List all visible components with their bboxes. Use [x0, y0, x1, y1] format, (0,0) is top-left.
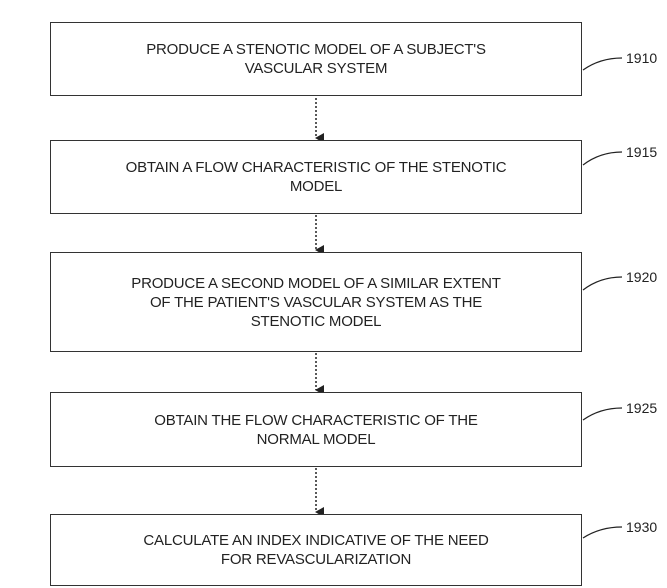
step-box-1930: CALCULATE AN INDEX INDICATIVE OF THE NEE…	[50, 514, 582, 586]
step-box-1915: OBTAIN A FLOW CHARACTERISTIC OF THE STEN…	[50, 140, 582, 214]
ref-label-1930: 1930	[626, 519, 657, 535]
leader-line-1915	[583, 152, 622, 165]
step-box-1910: PRODUCE A STENOTIC MODEL OF A SUBJECT'S …	[50, 22, 582, 96]
ref-label-1920: 1920	[626, 269, 657, 285]
ref-label-1910: 1910	[626, 50, 657, 66]
leader-line-1925	[583, 408, 622, 420]
leader-line-1910	[583, 58, 622, 70]
step-text-1925: OBTAIN THE FLOW CHARACTERISTIC OF THE NO…	[114, 411, 517, 449]
leader-line-1930	[583, 527, 622, 538]
step-text-1910: PRODUCE A STENOTIC MODEL OF A SUBJECT'S …	[106, 40, 526, 78]
ref-label-1915: 1915	[626, 144, 657, 160]
leader-line-1920	[583, 277, 622, 290]
ref-label-1925: 1925	[626, 400, 657, 416]
step-box-1920: PRODUCE A SECOND MODEL OF A SIMILAR EXTE…	[50, 252, 582, 352]
step-text-1920: PRODUCE A SECOND MODEL OF A SIMILAR EXTE…	[91, 274, 540, 331]
step-box-1925: OBTAIN THE FLOW CHARACTERISTIC OF THE NO…	[50, 392, 582, 467]
step-text-1915: OBTAIN A FLOW CHARACTERISTIC OF THE STEN…	[86, 158, 547, 196]
step-text-1930: CALCULATE AN INDEX INDICATIVE OF THE NEE…	[103, 531, 528, 569]
